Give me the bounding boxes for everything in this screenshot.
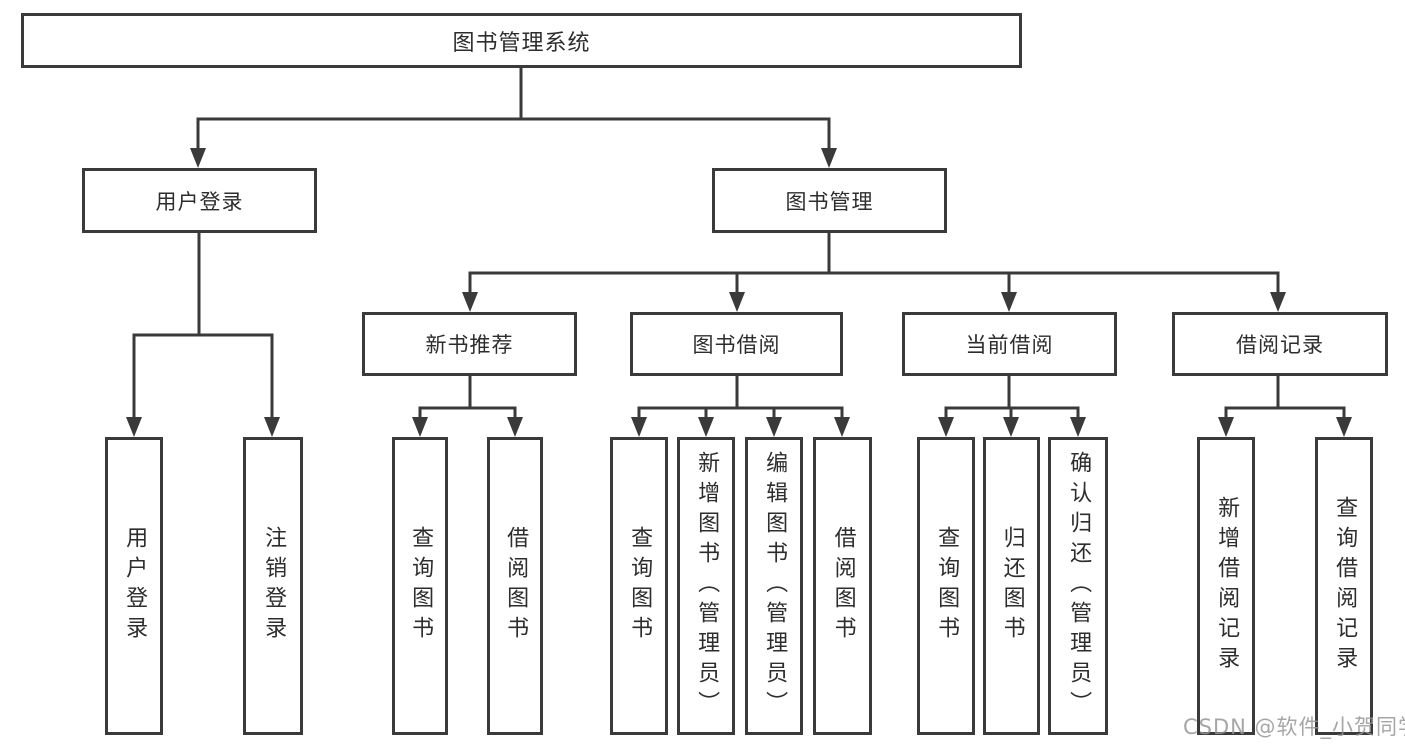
node-book-management: 图书管理 [712,168,947,233]
leaf-query-books-current-label: 查询图书 [934,526,960,646]
leaf-add-borrow-record: 新增借阅记录 [1197,437,1255,735]
node-user-login: 用户登录 [82,168,317,233]
leaf-query-borrow-record-label: 查询借阅记录 [1332,496,1358,676]
leaf-user-login: 用户登录 [105,437,163,735]
leaf-add-book-admin-label: 新增图书（管理员） [694,451,720,721]
leaf-edit-book-admin: 编辑图书（管理员） [745,437,803,735]
node-book-borrow-label: 图书借阅 [692,333,781,357]
leaf-add-borrow-record-label: 新增借阅记录 [1214,496,1240,676]
node-book-management-label: 图书管理 [785,189,874,214]
node-user-login-label: 用户登录 [155,189,244,214]
arrowheads [126,148,1352,437]
node-current-borrow-label: 当前借阅 [965,333,1054,357]
leaf-return-book: 归还图书 [983,437,1040,735]
node-book-borrow: 图书借阅 [630,312,843,376]
leaf-logout: 注销登录 [243,437,303,735]
leaf-query-books-recommend: 查询图书 [392,437,448,735]
csdn-watermark: CSDN @软件_小贺同学 [1183,715,1405,739]
leaf-query-books-current: 查询图书 [917,437,975,735]
leaf-query-borrow-record: 查询借阅记录 [1315,437,1373,735]
leaf-query-books-borrow: 查询图书 [610,437,668,735]
leaf-confirm-return-admin-label: 确认归还（管理员） [1066,451,1092,721]
leaf-borrow-books-recommend: 借阅图书 [487,437,543,735]
connector-book-borrow [637,376,844,430]
leaf-query-books-recommend-label: 查询图书 [408,526,434,646]
node-current-borrow: 当前借阅 [902,312,1117,376]
node-root: 图书管理系统 [21,13,1022,68]
leaf-borrow-books-label: 借阅图书 [830,526,856,646]
node-new-book-recommend: 新书推荐 [362,312,577,376]
connector-user-login [132,233,274,430]
connector-root [196,68,831,162]
connector-book-management [468,233,1280,306]
leaf-query-books-borrow-label: 查询图书 [627,526,653,646]
connector-new-book-recommend [418,376,517,430]
leaf-borrow-books-recommend-label: 借阅图书 [503,526,529,646]
leaf-borrow-books: 借阅图书 [813,437,872,735]
leaf-user-login-label: 用户登录 [122,526,148,646]
node-borrow-records-label: 借阅记录 [1236,333,1324,357]
leaf-logout-label: 注销登录 [261,526,287,646]
node-new-book-recommend-label: 新书推荐 [425,333,514,357]
leaf-return-book-label: 归还图书 [999,526,1025,646]
node-root-label: 图书管理系统 [452,30,591,56]
connector-borrow-records [1224,376,1346,430]
leaf-edit-book-admin-label: 编辑图书（管理员） [762,451,788,721]
leaf-confirm-return-admin: 确认归还（管理员） [1048,437,1108,735]
node-borrow-records: 借阅记录 [1172,312,1388,376]
leaf-add-book-admin: 新增图书（管理员） [677,437,735,735]
